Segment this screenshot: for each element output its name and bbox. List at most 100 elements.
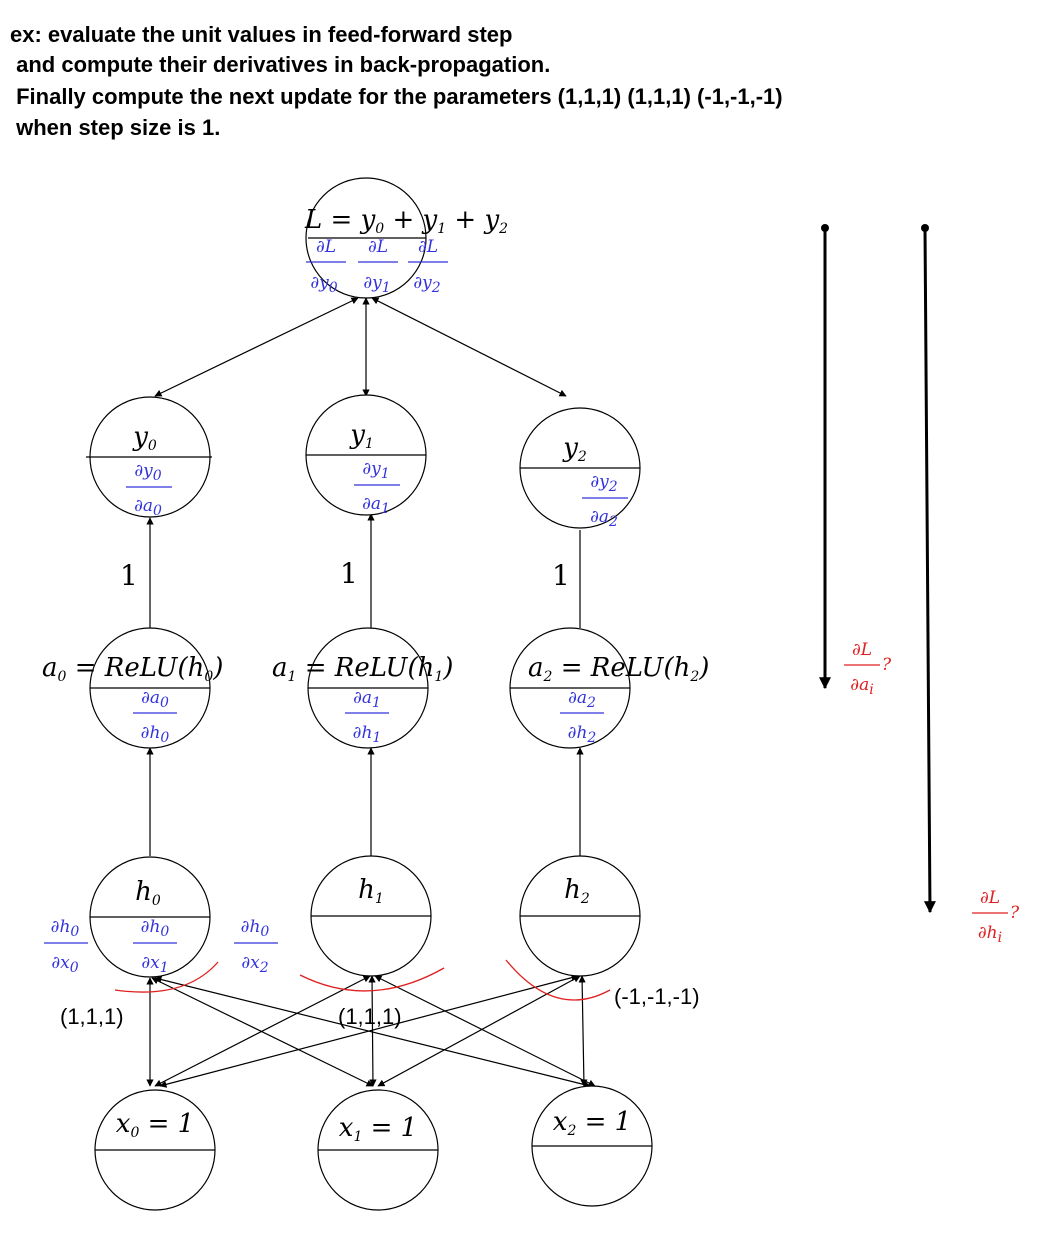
edge-l-y0 [154, 297, 359, 397]
dy2-num: ∂y2 [590, 472, 617, 495]
da0-num-text: ∂a [141, 688, 160, 708]
a2-post: ) [698, 653, 709, 683]
dl-dh-den: ∂hi [978, 923, 1002, 946]
dh0-dx0-num-sub: 0 [70, 924, 79, 940]
x1-var: x [339, 1113, 354, 1143]
weight-vector-labels: (1,1,1) (1,1,1) (-1,-1,-1) [60, 984, 700, 1029]
a1-post: ) [442, 653, 453, 683]
dh0-dx0-den-text: ∂x [51, 953, 70, 973]
a2-pre: a [528, 653, 544, 683]
arc-h1 [299, 967, 445, 992]
h0-derivatives: ∂h0 ∂x0 ∂h0 ∂x1 ∂h0 ∂x2 [44, 917, 278, 976]
y0-label: y0 [132, 422, 157, 454]
dl-dy0-num: ∂L [316, 237, 336, 257]
dl-da-den: ∂ai [850, 675, 873, 698]
da0-den-text: ∂h [141, 723, 161, 743]
x0-val: = 1 [139, 1109, 194, 1139]
header-line-2: and compute their derivatives in back-pr… [10, 52, 550, 77]
y1-var: y [349, 420, 365, 450]
loss-formula-part: + y [384, 205, 437, 235]
edge-h0-x1 [151, 977, 374, 1087]
x2-label: x2 = 1 [553, 1107, 631, 1139]
dh0-dx2-den-text: ∂x [241, 953, 260, 973]
dl-dy0-den-sub: 0 [329, 280, 338, 296]
dl-dh-den-text: ∂h [978, 923, 998, 943]
dy0-den: ∂a0 [134, 496, 162, 519]
dl-dy2-den-sub: 2 [431, 280, 441, 296]
dy2-den-sub: 2 [608, 514, 618, 530]
arc-h2 [505, 959, 611, 1001]
header-line-3: Finally compute the next update for the … [10, 84, 783, 109]
weight-vector-h1: (1,1,1) [338, 1004, 402, 1029]
x2-val: = 1 [576, 1107, 631, 1137]
da0-num-sub: 0 [160, 695, 169, 711]
da0-den: ∂h0 [141, 723, 170, 746]
da2-den-text: ∂h [568, 723, 588, 743]
y1-label: y1 [349, 420, 374, 452]
x2-var: x [553, 1107, 568, 1137]
y2-sub: 2 [577, 449, 587, 465]
dy1-num-sub: 1 [381, 466, 390, 482]
dh0-dx2-num-sub: 0 [260, 924, 269, 940]
h-labels: h0 h1 h2 [135, 875, 590, 909]
dy1-num-text: ∂y [362, 459, 381, 479]
loss-formula-part: L = y [304, 205, 376, 235]
dy2-num-sub: 2 [608, 479, 618, 495]
h2-label: h2 [564, 875, 590, 907]
h2-sub: 2 [580, 891, 590, 907]
dh0-dx0-den: ∂x0 [51, 953, 78, 976]
h2-var: h [564, 875, 581, 905]
loss-formula-sub: 1 [437, 221, 446, 237]
x0-sub: 0 [130, 1125, 139, 1141]
a2-pre-sub: 2 [543, 669, 553, 685]
h0-sub: 0 [152, 893, 161, 909]
side-questions: ∂L ∂ai ? ∂L ∂hi ? [844, 640, 1020, 946]
dl-dy0: ∂L ∂y0 [306, 237, 346, 296]
dy0-num-sub: 0 [153, 468, 162, 484]
y0-var: y [132, 422, 148, 452]
dy0-num-text: ∂y [134, 461, 153, 481]
h0-label: h0 [135, 877, 161, 909]
arrow-down-to-h [923, 227, 936, 914]
dh0-dx1-den-text: ∂x [141, 953, 160, 973]
dy1-den: ∂a1 [362, 494, 390, 517]
loss-formula-part: + y [446, 205, 499, 235]
y2-label: y2 [562, 433, 587, 465]
h0-var: h [135, 877, 152, 907]
loss-formula: L = y0 + y1 + y2 [304, 205, 508, 237]
dh0-dx1-num-sub: 0 [160, 924, 169, 940]
dh0-dx1-num: ∂h0 [141, 917, 170, 940]
x2-sub: 2 [566, 1123, 576, 1139]
dy2-num-text: ∂y [590, 472, 609, 492]
weight-vector-h2: (-1,-1,-1) [614, 984, 700, 1009]
loss-formula-sub: 2 [498, 221, 508, 237]
dh0-dx1-den-sub: 1 [160, 960, 169, 976]
dy2-den: ∂a2 [590, 507, 618, 530]
a0-post: ) [212, 653, 223, 683]
dh0-dx0-num: ∂h0 [51, 917, 80, 940]
da1-num-text: ∂a [353, 688, 372, 708]
loss-derivatives: ∂L ∂y0 ∂L ∂y1 ∂L ∂y2 [306, 237, 448, 296]
h1-sub: 1 [375, 891, 384, 907]
x0-label: x0 = 1 [116, 1109, 194, 1141]
weight-y0-a0: 1 [120, 559, 138, 592]
dh0-dx1-num-text: ∂h [141, 917, 161, 937]
dh0-dx1-den: ∂x1 [141, 953, 168, 976]
y-labels: y0 ∂y0 ∂a0 y1 ∂y1 ∂a1 y2 ∂y2 ∂a2 [126, 420, 628, 530]
da2-den-sub: 2 [586, 730, 596, 746]
y0-sub: 0 [148, 438, 157, 454]
da0-num: ∂a0 [141, 688, 169, 711]
da2-den: ∂h2 [568, 723, 597, 746]
dy0-den-sub: 0 [153, 503, 162, 519]
dl-da-den-sub: i [869, 682, 873, 698]
da2-num-text: ∂a [568, 688, 587, 708]
dl-dy0-den: ∂y0 [310, 273, 337, 296]
a1-pre: a [272, 653, 288, 683]
header-line-4: when step size is 1. [10, 115, 220, 140]
dl-da-question-mark: ? [882, 655, 892, 675]
a0-pre: a [42, 653, 58, 683]
h1-label: h1 [358, 875, 384, 907]
da1-den: ∂h1 [353, 723, 382, 746]
dy0-num: ∂y0 [134, 461, 161, 484]
da1-den-text: ∂h [353, 723, 373, 743]
